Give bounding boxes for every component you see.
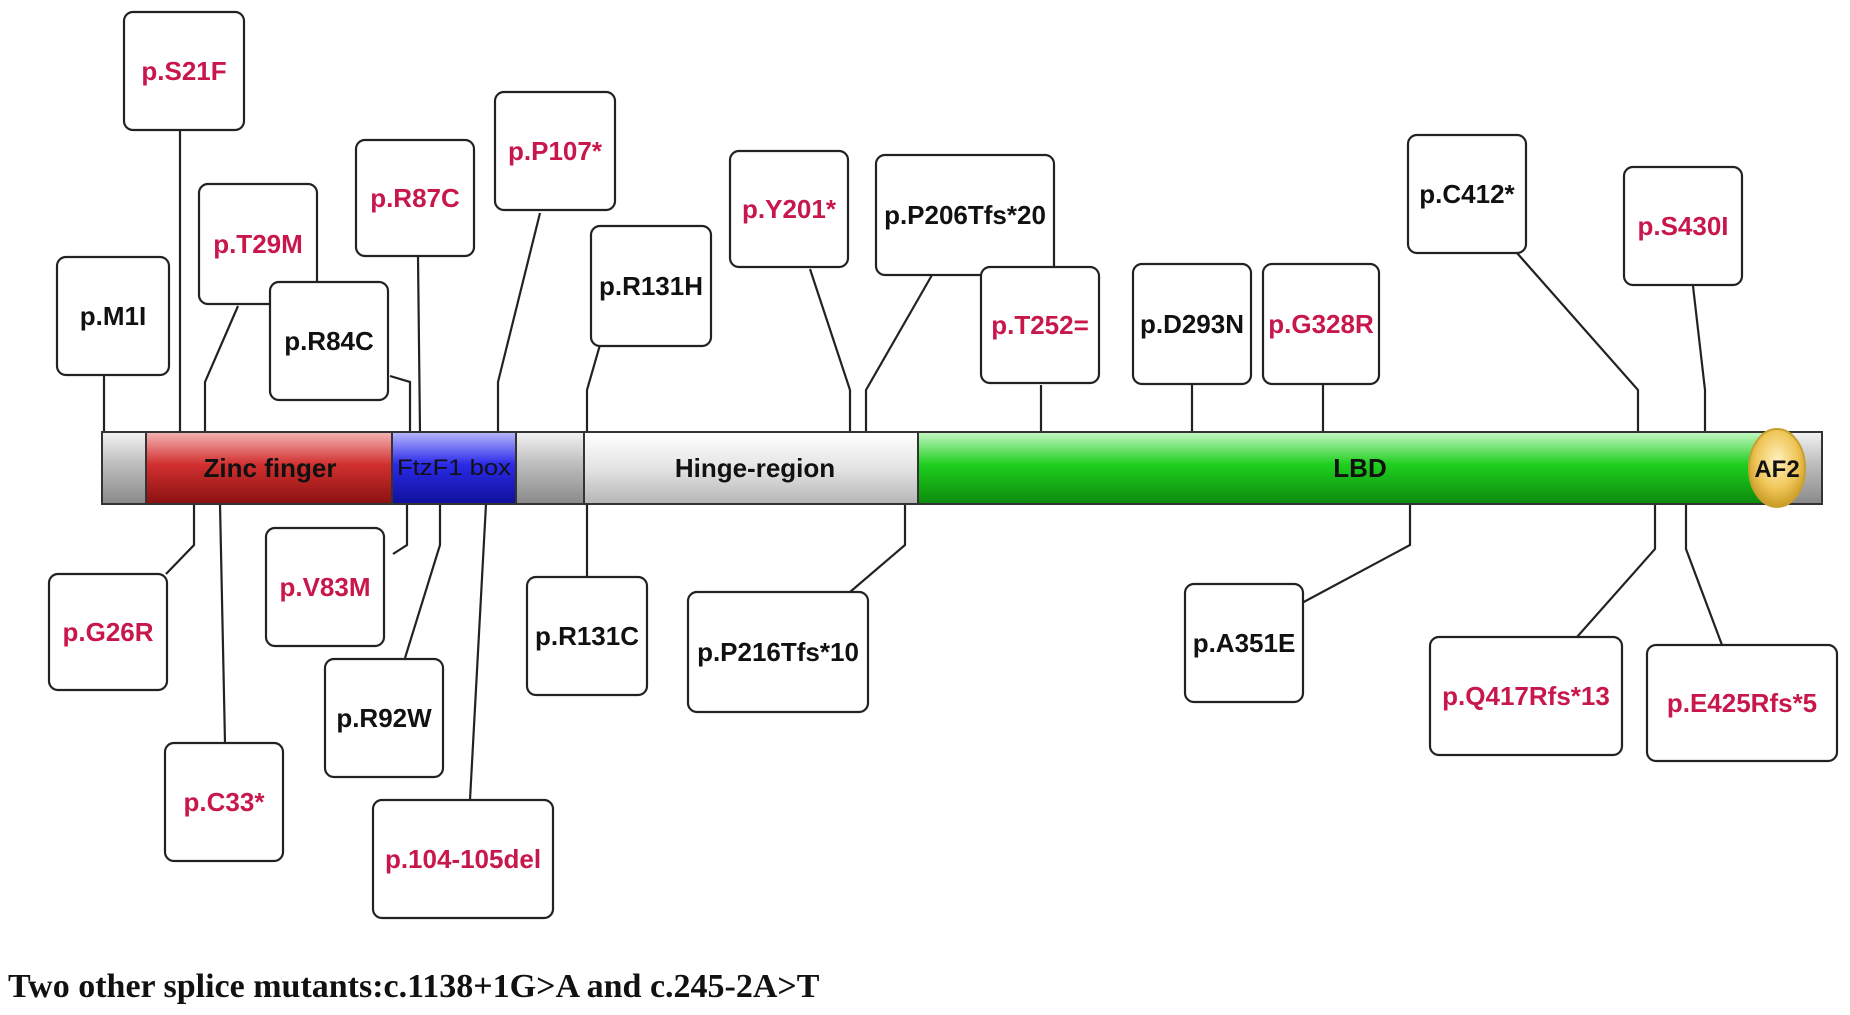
mutation-label: p.R87C <box>370 183 460 213</box>
mutation-label: p.T252= <box>991 310 1089 340</box>
mutation-label: p.S21F <box>141 56 226 86</box>
mutation-label: p.104-105del <box>385 844 541 874</box>
mutation-label: p.P216Tfs*10 <box>697 637 859 667</box>
mutation-box-frame <box>979 265 1101 385</box>
mutation-box-frame <box>589 224 713 348</box>
mutation-box-p-s430i: p.S430I <box>1622 165 1744 287</box>
mutation-box-frame <box>1406 133 1528 255</box>
mutation-box-frame <box>197 182 319 306</box>
mutation-box-frame <box>1428 635 1624 757</box>
mutation-box-frame <box>874 153 1056 277</box>
mutation-box-frame <box>47 572 169 692</box>
domain-hinge-region <box>583 431 919 505</box>
mutation-box-frame <box>686 590 870 714</box>
mutation-label: p.G26R <box>62 617 153 647</box>
mutation-label: p.A351E <box>1193 628 1296 658</box>
mutation-box-frame <box>525 575 649 697</box>
domain-zinc-finger <box>145 431 393 505</box>
mutation-box-frame <box>371 798 555 920</box>
mutation-label: p.E425Rfs*5 <box>1667 688 1817 718</box>
mutation-label: p.Y201* <box>742 194 837 224</box>
mutation-box-frame <box>1183 582 1305 704</box>
mutation-label: p.T29M <box>213 229 303 259</box>
domain-ftzf1-box <box>391 431 517 505</box>
mutation-box-p-r92w: p.R92W <box>323 657 445 779</box>
mutation-box-p-g26r: p.G26R <box>47 572 169 692</box>
mutation-box-frame <box>55 255 171 377</box>
domain-af2 <box>1748 428 1806 508</box>
mutation-box-p-s21f: p.S21F <box>122 10 246 132</box>
mutation-box-frame <box>728 149 850 269</box>
domain-label-zinc-finger: Zinc finger <box>204 453 337 483</box>
protein-bar <box>101 428 1823 508</box>
mutation-box-p-q417rfs13: p.Q417Rfs*13 <box>1428 635 1624 757</box>
domain-label-lbd: LBD <box>1333 453 1386 483</box>
mutation-box-frame <box>122 10 246 132</box>
mutation-box-p-r131c: p.R131C <box>525 575 649 697</box>
mutation-box-frame <box>163 741 285 863</box>
mutation-label: p.R131H <box>599 271 703 301</box>
mutation-label: p.R131C <box>535 621 639 651</box>
connector-lines <box>102 131 1724 801</box>
mutation-box-p-v83m: p.V83M <box>264 526 386 648</box>
mutation-box-p-r84c: p.R84C <box>268 280 390 402</box>
mutation-label: p.S430I <box>1637 211 1728 241</box>
domain-label-ftzf1-box: FtzF1 box <box>397 455 511 480</box>
mutation-label: p.Q417Rfs*13 <box>1442 681 1610 711</box>
mutation-box-p-d293n: p.D293N <box>1131 262 1253 386</box>
mutation-box-frame <box>1131 262 1253 386</box>
mutation-box-frame <box>1645 643 1839 763</box>
mutation-label: p.C33* <box>184 787 266 817</box>
mutation-box-p-p216tfs10: p.P216Tfs*10 <box>686 590 870 714</box>
mutation-box-frame <box>493 90 617 212</box>
mutation-box-p-a351e: p.A351E <box>1183 582 1305 704</box>
domain-label-hinge-region: Hinge-region <box>675 453 835 483</box>
mutation-box-p-t29m: p.T29M <box>197 182 319 306</box>
mutation-box-p-p107: p.P107* <box>493 90 617 212</box>
mutation-box-p-c33: p.C33* <box>163 741 285 863</box>
mutation-box-p-r131h: p.R131H <box>589 224 713 348</box>
mutation-label: p.R84C <box>284 326 374 356</box>
mutation-box-p-p206tfs20: p.P206Tfs*20 <box>874 153 1056 277</box>
mutation-label: p.D293N <box>1140 309 1244 339</box>
mutation-box-frame <box>268 280 390 402</box>
mutation-box-p-g328r: p.G328R <box>1261 262 1381 386</box>
mutation-box-p-r87c: p.R87C <box>354 138 476 258</box>
mutation-box-frame <box>1261 262 1381 386</box>
mutation-label: p.C412* <box>1419 179 1515 209</box>
mutation-box-p-104-105del: p.104-105del <box>371 798 555 920</box>
mutation-box-p-t252: p.T252= <box>979 265 1101 385</box>
mutation-box-p-e425rfs5: p.E425Rfs*5 <box>1645 643 1839 763</box>
domain-label-af2: AF2 <box>1754 456 1799 483</box>
mutation-label: p.P206Tfs*20 <box>884 200 1046 230</box>
mutation-label: p.V83M <box>279 572 370 602</box>
mutation-label: p.M1I <box>80 301 146 331</box>
mutation-box-p-m1i: p.M1I <box>55 255 171 377</box>
mutation-label: p.P107* <box>508 136 603 166</box>
mutation-label: p.R92W <box>336 703 432 733</box>
splice-mutants-footnote: Two other splice mutants:c.1138+1G>A and… <box>8 968 820 1005</box>
mutation-box-frame <box>354 138 476 258</box>
mutation-label: p.G328R <box>1268 309 1374 339</box>
mutation-box-frame <box>264 526 386 648</box>
mutation-box-frame <box>1622 165 1744 287</box>
mutation-box-frame <box>323 657 445 779</box>
mutation-box-p-c412: p.C412* <box>1406 133 1528 255</box>
mutation-labels: p.S21F p.M1I p.T29M p.R84C p.R87C p.P107* p.R1… <box>47 10 1839 920</box>
mutation-box-p-y201: p.Y201* <box>728 149 850 269</box>
